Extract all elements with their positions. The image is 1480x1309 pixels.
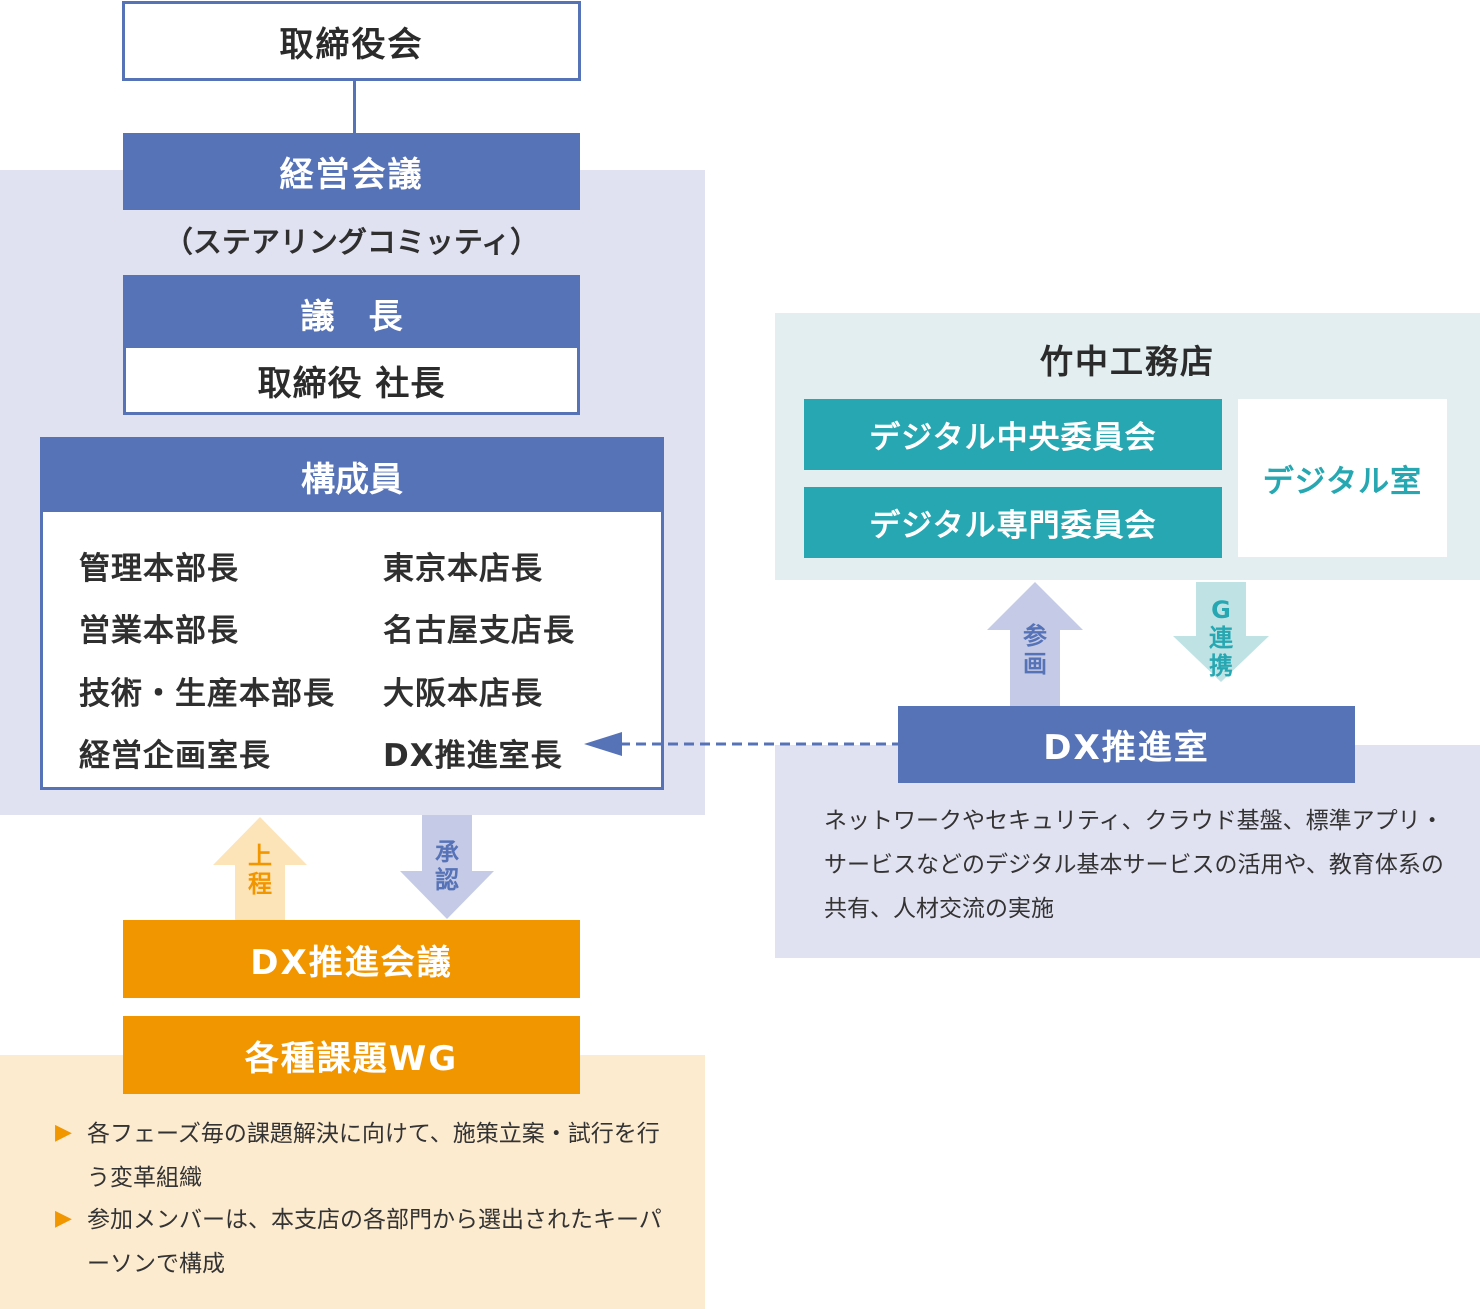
board-connector-line [353, 81, 356, 133]
g-link-down-arrow [1173, 582, 1269, 682]
management-council-header: 経営会議 [123, 133, 580, 210]
takenaka-title: 竹中工務店 [1040, 342, 1215, 381]
board-title: 取締役会 [279, 24, 424, 65]
management-council-title: 経営会議 [279, 155, 424, 195]
members-box: 構成員 管理本部長 営業本部長 技術・生産本部長 経営企画室長 東京本店長 名古… [40, 437, 664, 790]
member-right-1: 名古屋支店長 [383, 613, 575, 649]
wg-bullet-text-1: 参加メンバーは、本支店の各部門から選出されたキーパーソンで構成 [87, 1207, 662, 1277]
member-right-3: DX推進室長 [383, 738, 563, 774]
chair-header-label: 議 長 [300, 296, 403, 337]
digital-expert-committee-label: デジタル専門委員会 [869, 508, 1157, 544]
wg-bullet-1: ▶ 参加メンバーは、本支店の各部門から選出されたキーパーソンで構成 [55, 1198, 675, 1286]
approve-down-label: 承認 [435, 838, 459, 894]
member-left-1: 営業本部長 [79, 613, 239, 649]
dx-council-title: DX推進会議 [250, 942, 453, 983]
steering-committee-subtitle: （ステアリングコミッティ） [163, 225, 540, 259]
report-up-label: 上程 [248, 842, 272, 898]
wg-panel-bg [0, 1055, 705, 1309]
wg-bullet-text-0: 各フェーズ毎の課題解決に向けて、施策立案・試行を行う変革組織 [87, 1121, 660, 1191]
digital-expert-committee: デジタル専門委員会 [804, 487, 1222, 558]
chair-header: 議 長 [126, 278, 577, 348]
members-header-label: 構成員 [301, 459, 403, 500]
report-up-arrow [213, 817, 307, 920]
wg-box: 各種課題WG [123, 1016, 580, 1094]
digital-central-committee-label: デジタル中央委員会 [869, 420, 1157, 456]
dx-office-to-member-arrow [584, 732, 898, 756]
dx-council-box: DX推進会議 [123, 920, 580, 998]
digital-central-committee: デジタル中央委員会 [804, 399, 1222, 470]
g-link-label: G連携 [1209, 596, 1233, 680]
participate-label: 参画 [1023, 622, 1047, 678]
member-right-0: 東京本店長 [383, 551, 543, 587]
member-right-2: 大阪本店長 [383, 676, 543, 712]
digital-office-box: デジタル室 [1238, 399, 1447, 557]
approve-down-arrow [400, 815, 494, 919]
dx-office-title: DX推進室 [1043, 728, 1210, 768]
triangle-bullet-icon: ▶ [55, 1120, 72, 1145]
member-left-3: 経営企画室長 [79, 738, 271, 774]
digital-office-label: デジタル室 [1262, 463, 1423, 500]
chair-box: 議 長 取締役 社長 [123, 275, 580, 415]
member-left-2: 技術・生産本部長 [79, 676, 335, 712]
dx-office-box: DX推進室 [898, 706, 1355, 783]
member-left-0: 管理本部長 [79, 551, 239, 587]
dx-office-description: ネットワークやセキュリティ、クラウド基盤、標準アプリ・サービスなどのデジタル基本… [824, 808, 1444, 922]
wg-title: 各種課題WG [244, 1038, 459, 1079]
wg-bullet-0: ▶ 各フェーズ毎の課題解決に向けて、施策立案・試行を行う変革組織 [55, 1112, 675, 1200]
triangle-bullet-icon: ▶ [55, 1206, 72, 1231]
chair-name: 取締役 社長 [257, 363, 446, 404]
participate-up-arrow [987, 582, 1083, 706]
members-header: 構成員 [43, 440, 661, 512]
board-box: 取締役会 [122, 1, 581, 81]
